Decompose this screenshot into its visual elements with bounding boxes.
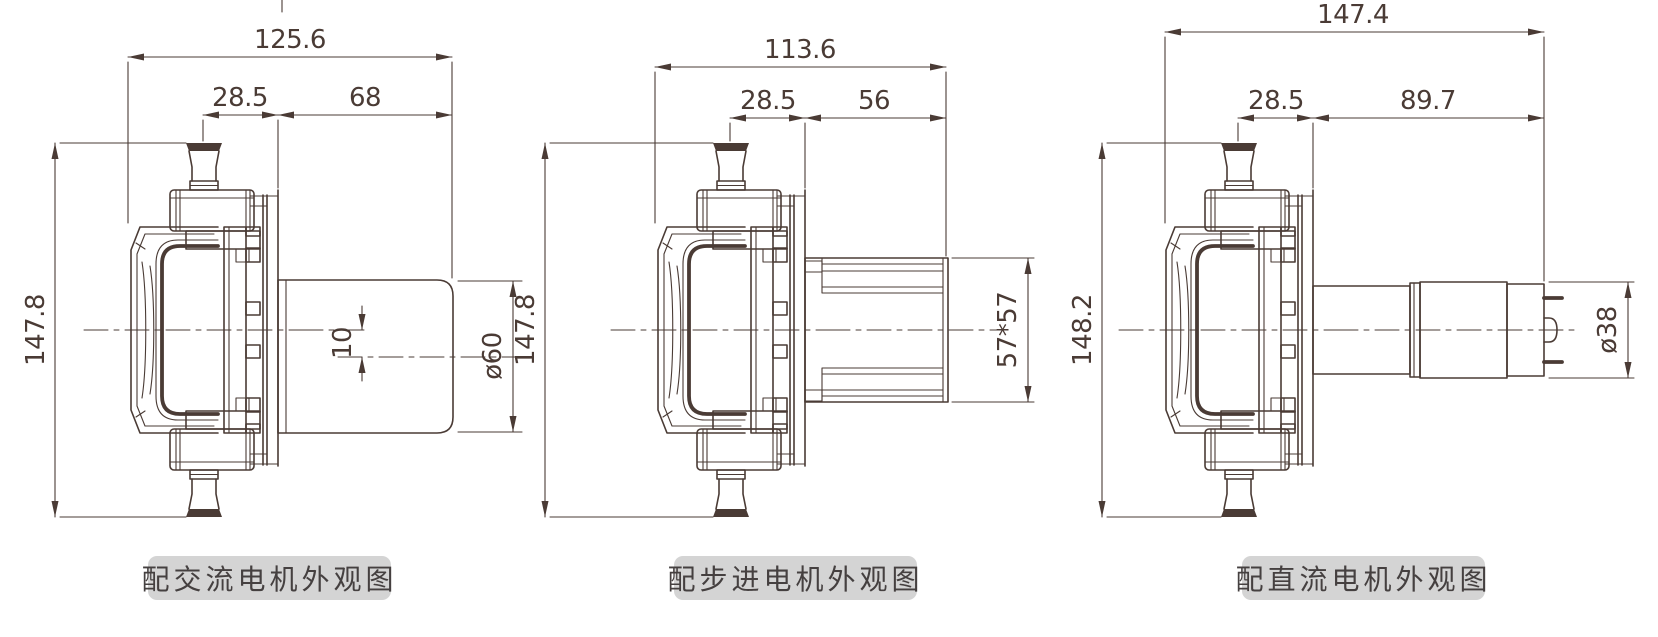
drawing-dc-motor-view: 147.4 28.5 89.7 148.2 ø38 <box>1068 0 1635 519</box>
pump-head-outline <box>82 141 301 519</box>
stepper-motor-body-outline <box>804 257 1006 403</box>
dim-ac-axis-offset: 10 <box>328 327 358 359</box>
drawing-ac-motor-view: 125.6 28.5 68 147.8 10 ø60 <box>21 25 523 519</box>
dc-dimensions: 147.4 28.5 89.7 148.2 ø38 <box>1068 0 1635 518</box>
dc-motor-body-outline <box>1312 281 1579 379</box>
pump-head-outline <box>1117 141 1336 519</box>
dim-dc-head-width: 28.5 <box>1248 86 1304 116</box>
dim-ac-motor-diameter: ø60 <box>478 332 508 380</box>
dim-ac-total-width: 125.6 <box>254 25 326 55</box>
pump-head-outline <box>609 141 828 519</box>
dim-dc-height: 148.2 <box>1068 294 1098 366</box>
dim-dc-total-width: 147.4 <box>1317 0 1389 30</box>
dim-ac-motor-length: 68 <box>349 83 381 113</box>
dim-stepper-motor-length: 56 <box>858 86 890 116</box>
caption-ac-motor-view: 配交流电机外观图 <box>142 556 394 600</box>
dim-ac-head-width: 28.5 <box>212 83 268 113</box>
dim-dc-motor-diameter: ø38 <box>1593 306 1623 354</box>
dim-dc-motor-length: 89.7 <box>1400 86 1456 116</box>
dim-stepper-head-width: 28.5 <box>740 86 796 116</box>
dim-stepper-height: 147.8 <box>511 294 541 366</box>
ac-motor-body-outline <box>277 279 521 434</box>
caption-stepper-motor-view: 配步进电机外观图 <box>668 556 920 600</box>
dim-stepper-total-width: 113.6 <box>764 35 836 65</box>
ac-dimensions: 125.6 28.5 68 147.8 10 ø60 <box>21 25 523 518</box>
drawing-stepper-motor-view: 113.6 28.5 56 147.8 57*57 <box>511 35 1035 519</box>
stepper-dimensions: 113.6 28.5 56 147.8 57*57 <box>511 35 1035 518</box>
dim-stepper-frame-size: 57*57 <box>993 292 1023 369</box>
caption-dc-motor-view: 配直流电机外观图 <box>1236 556 1488 600</box>
dim-ac-height: 147.8 <box>21 294 51 366</box>
